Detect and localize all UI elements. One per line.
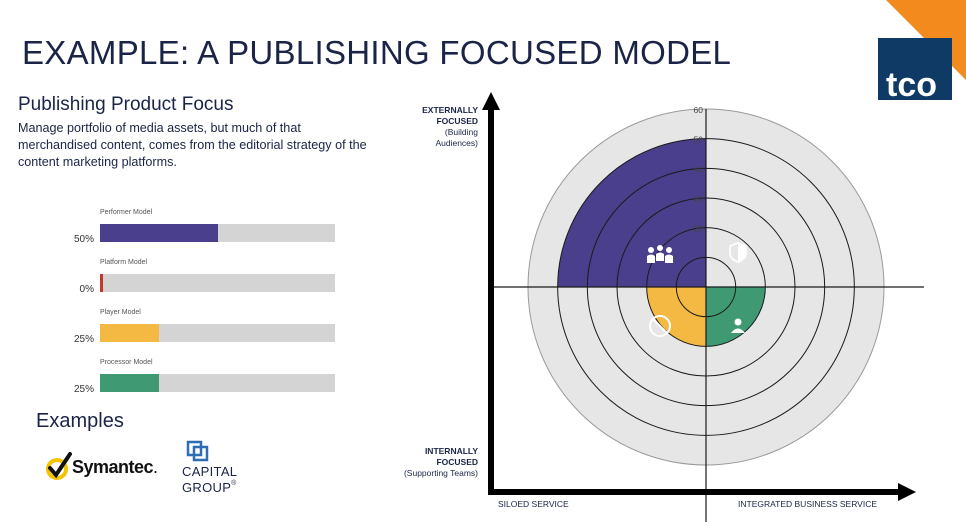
person-body [731, 328, 745, 333]
bar-label: Performer Model [100, 209, 153, 216]
bar-label: Processor Model [100, 359, 153, 366]
x-axis-right-label: INTEGRATED BUSINESS SERVICE [738, 499, 878, 509]
capital-group-square-icon [186, 440, 209, 462]
bar-row-player: Player Model 25% [60, 308, 350, 358]
shield-icon [729, 242, 747, 263]
symantec-logo: Symantec. [44, 450, 174, 490]
people-head [666, 247, 672, 253]
chart-tick-labels: 20 30 40 50 60 [694, 105, 704, 234]
page-title: EXAMPLE: A PUBLISHING FOCUSED MODEL [22, 34, 732, 71]
bar-fill [100, 224, 218, 242]
radial-tick-label: 30 [694, 194, 704, 204]
capital-group-logo: CAPITAL GROUP® [182, 440, 262, 500]
bar-track [100, 374, 335, 392]
bar-percent: 25% [73, 384, 94, 395]
bar-track [100, 224, 335, 242]
x-axis-left-label: SILOED SERVICE [498, 499, 569, 509]
bar-label: Platform Model [100, 259, 148, 266]
radial-tick-label: 60 [694, 105, 704, 115]
shield-half [738, 243, 746, 262]
people-body [647, 254, 655, 263]
symantec-check-icon [46, 452, 72, 480]
x-axis-arrowhead [898, 483, 916, 501]
radial-tick-label: 50 [694, 135, 704, 145]
brand-navy-block [878, 38, 952, 100]
quadrant-wedge-bottom-left [646, 287, 706, 347]
y-axis-arrowhead [482, 92, 500, 110]
bar-fill [100, 274, 103, 292]
quadrant-wedge-bottom-right [706, 287, 766, 347]
bar-fill [100, 374, 159, 392]
bar-track [100, 274, 335, 292]
examples-heading: Examples [36, 410, 124, 432]
bar-track [100, 324, 335, 342]
brand-logo-text: tco [886, 66, 937, 104]
radial-tick-label: 20 [694, 224, 704, 234]
people-group-icon [647, 245, 673, 263]
no-entry-slash [652, 318, 668, 334]
people-body [665, 254, 673, 263]
symantec-wordmark: Symantec. [72, 457, 158, 477]
capital-group-line1: CAPITAL [182, 464, 238, 479]
chart-icons [647, 242, 747, 337]
no-entry-icon [649, 315, 671, 337]
people-head [657, 245, 663, 251]
section-description: Manage portfolio of media assets, but mu… [18, 121, 367, 169]
brand-logo: tco [878, 0, 966, 104]
bar-percent: 25% [73, 334, 94, 345]
people-body [656, 252, 664, 261]
bar-percent: 0% [79, 284, 94, 295]
model-bars: Performer Model 50% Platform Model 0% Pl… [60, 208, 350, 408]
bar-fill [100, 324, 159, 342]
person-head [734, 318, 742, 326]
capital-group-line2: GROUP® [182, 480, 237, 495]
radial-tick-label: 40 [694, 164, 704, 174]
person-icon [731, 318, 745, 333]
people-head [648, 247, 654, 253]
no-entry-ring [649, 315, 671, 337]
bar-row-performer: Performer Model 50% [60, 208, 350, 258]
chart-crosshair [488, 109, 924, 522]
section-heading: Publishing Product Focus [18, 94, 234, 115]
bar-row-platform: Platform Model 0% [60, 258, 350, 308]
axes-arrows [482, 92, 916, 501]
bar-row-processor: Processor Model 25% [60, 358, 350, 408]
bar-percent: 50% [73, 234, 94, 245]
bar-label: Player Model [100, 309, 141, 316]
